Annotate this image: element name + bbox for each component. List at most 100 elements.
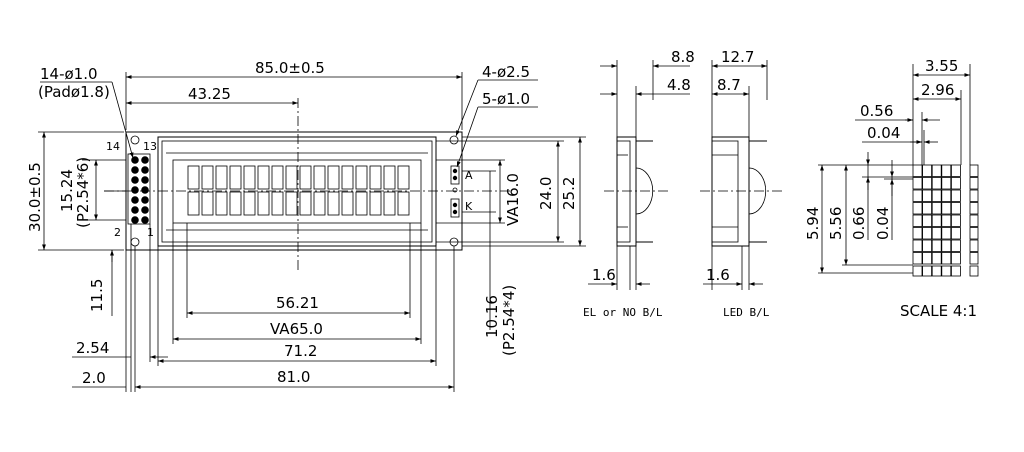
dim-el-glass: 4.8 — [667, 76, 691, 94]
dot-cell — [912, 202, 923, 215]
dot-cell — [931, 252, 942, 265]
pin-pad — [131, 186, 139, 194]
pin-pad — [131, 166, 139, 174]
dot-cell — [931, 189, 942, 202]
character-cell — [229, 191, 242, 216]
dim-overall-width: 85.0±0.5 — [255, 59, 325, 77]
character-cells — [187, 165, 410, 216]
scale-label: SCALE 4:1 — [900, 302, 977, 320]
cursor-dot-cell — [941, 265, 952, 277]
character-cell — [257, 191, 270, 216]
next-char-dot-cell — [969, 252, 979, 265]
led-pins — [450, 165, 460, 218]
character-cell — [327, 165, 340, 190]
dim-hole-span: 81.0 — [277, 368, 310, 386]
dim-window-height: 24.0 — [537, 177, 555, 210]
dot-cell — [941, 164, 952, 177]
pin-pad — [141, 216, 149, 224]
pin-pad — [141, 176, 149, 184]
dot-cell — [941, 202, 952, 215]
dot-cell — [931, 239, 942, 252]
dim-pin-pitch: (P2.54*6) — [74, 157, 92, 228]
dot-cell — [912, 252, 923, 265]
pin-2-label: 2 — [114, 226, 121, 239]
label-mount-holes: 4-ø2.5 — [482, 63, 530, 81]
dim-pin-offset: 2.54 — [76, 339, 109, 357]
character-cell — [355, 191, 368, 216]
pin-pad — [131, 206, 139, 214]
dim-char-width: 2.96 — [921, 81, 954, 99]
dim-pin-row-offset: 11.5 — [88, 279, 106, 312]
dot-cell — [931, 177, 942, 190]
pin-pad — [141, 206, 149, 214]
next-char-dot-cell — [969, 214, 979, 227]
dim-pin-span: 15.24 — [58, 169, 76, 212]
cursor-dot-cell — [922, 265, 932, 277]
character-cell — [285, 165, 298, 190]
dot-cell — [912, 214, 923, 227]
dim-led-body: 8.7 — [717, 76, 741, 94]
character-cell — [243, 165, 256, 190]
character-cell — [299, 191, 312, 216]
mount-hole-tl — [130, 135, 140, 145]
side-view-el: 8.8 4.8 1.6 EL or NO B/L — [583, 48, 695, 319]
character-cell — [383, 191, 396, 216]
dim-led-total: 12.7 — [721, 48, 754, 66]
character-cell — [341, 191, 354, 216]
dot-cell — [951, 252, 961, 265]
character-cell — [313, 165, 326, 190]
dot-cell — [931, 202, 942, 215]
dot-cell — [922, 239, 932, 252]
dim-led-pcb: 1.6 — [706, 266, 730, 284]
character-cell — [187, 191, 200, 216]
character-cell — [397, 191, 410, 216]
pin-pad — [141, 166, 149, 174]
dot-cell — [941, 189, 952, 202]
character-cell — [271, 165, 284, 190]
character-cell — [201, 165, 214, 190]
dim-char-area-width: 56.21 — [276, 294, 319, 312]
next-char-dot-cell — [969, 164, 979, 177]
caption-el-backlight: EL or NO B/L — [583, 306, 663, 319]
cursor-dot-cell — [931, 265, 942, 277]
dot-cell — [951, 177, 961, 190]
pin-pad — [131, 196, 139, 204]
dim-view-area-width: VA65.0 — [270, 320, 323, 338]
dim-dot-pitch-vertical: 0.66 — [850, 207, 868, 240]
next-char-cursor-cell — [969, 265, 979, 277]
dot-cell — [931, 164, 942, 177]
character-cell — [327, 191, 340, 216]
next-char-dot-cell — [969, 202, 979, 215]
dim-view-area-height: VA16.0 — [504, 173, 522, 226]
dim-el-pcb: 1.6 — [592, 266, 616, 284]
dot-matrix-grid — [912, 164, 979, 277]
character-cell — [355, 165, 368, 190]
next-char-dot-cell — [969, 177, 979, 190]
cursor-dot-cell — [951, 265, 961, 277]
dot-cell — [912, 239, 923, 252]
dot-cell — [912, 189, 923, 202]
character-cell — [383, 165, 396, 190]
character-cell — [215, 191, 228, 216]
character-cell — [369, 165, 382, 190]
character-cell — [215, 165, 228, 190]
dim-char-height: 5.56 — [827, 207, 845, 240]
character-cell — [285, 191, 298, 216]
dot-cell — [931, 227, 942, 240]
character-cell — [243, 191, 256, 216]
dot-cell — [922, 252, 932, 265]
dot-cell — [941, 177, 952, 190]
pin-13-label: 13 — [143, 140, 157, 153]
dot-cell — [922, 202, 932, 215]
dim-dot-gap: 0.04 — [867, 124, 900, 142]
led-anode-label: A — [465, 169, 473, 182]
dot-cell — [951, 239, 961, 252]
pin-pad — [141, 156, 149, 164]
pin-pad — [131, 156, 139, 164]
dot-cell — [941, 239, 952, 252]
dot-cell — [922, 189, 932, 202]
dim-el-total: 8.8 — [671, 48, 695, 66]
label-led-holes: 5-ø1.0 — [482, 90, 530, 108]
bezel-outline — [157, 136, 437, 247]
